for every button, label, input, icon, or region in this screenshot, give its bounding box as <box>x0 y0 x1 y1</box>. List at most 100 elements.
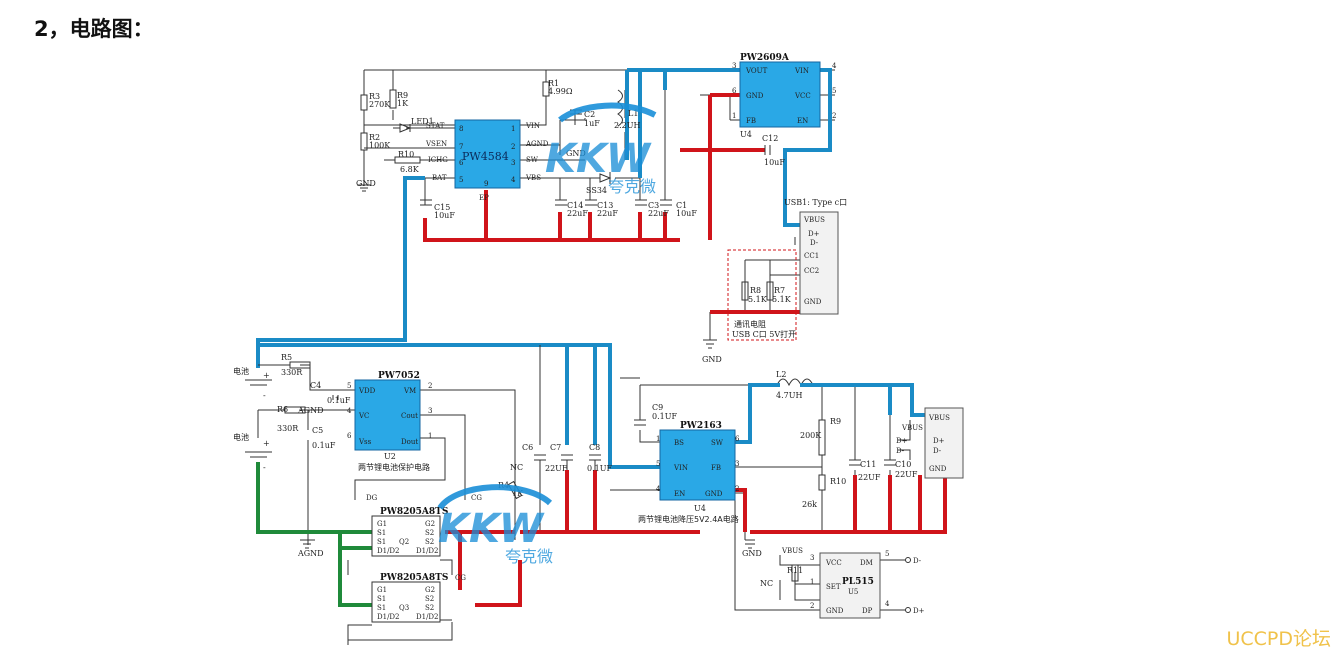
r11-value: NC <box>760 579 773 588</box>
pw2609a-vin: VIN <box>794 67 809 75</box>
c6-value: NC <box>510 463 523 472</box>
pw7052-num-5: 5 <box>347 382 351 390</box>
pw4584-chip <box>454 119 521 189</box>
c10-value: 22UF <box>895 470 918 479</box>
r8-value: 5.1K <box>748 295 768 304</box>
kkw-brand-top: 夸克微 <box>608 177 656 196</box>
kkw-brand-bottom: 夸克微 <box>505 547 553 566</box>
r3-ref: R3 <box>369 92 380 101</box>
q2-name: PW8205A8TS <box>380 507 448 517</box>
q2-ref: Q2 <box>399 538 409 546</box>
c15-value: 10uF <box>434 211 455 220</box>
pw7052-num-3: 3 <box>428 407 432 415</box>
out-pin-dplus: D+ <box>933 437 945 445</box>
c6-ref: C6 <box>522 443 533 452</box>
pw2609a-vout: VOUT <box>745 67 768 75</box>
usb-note-2: USB C口 5V打开 <box>732 329 796 339</box>
kkw-watermark-bottom: KKW 夸克微 <box>437 484 553 566</box>
out-pin-dminus: D- <box>933 447 942 455</box>
c4-ref: C4 <box>310 381 321 390</box>
usb-pin-vbus: VBUS <box>803 216 825 224</box>
usb-note-1: 通讯电阻 <box>734 319 766 329</box>
pin-vbs: VBS <box>525 174 541 182</box>
pl515-num-5: 5 <box>885 550 889 558</box>
agnd-label-bottom: AGND <box>297 549 324 558</box>
battery1-minus: - <box>263 391 266 400</box>
usb-pin-dminus: D- <box>810 239 819 247</box>
pw7052-caption: 两节锂电池保护电路 <box>358 462 430 472</box>
c1-ref: C1 <box>676 201 687 210</box>
c8-ref: C8 <box>589 443 600 452</box>
pl515-vbus: VBUS <box>781 547 803 555</box>
pw2163-num-2: 2 <box>735 485 739 493</box>
pin-num-1: 1 <box>511 125 515 133</box>
pl515-num-3: 3 <box>810 554 814 562</box>
q2-mosfet <box>371 515 441 557</box>
r7-ref: R7 <box>774 286 785 295</box>
r4-value: 1K <box>512 489 524 498</box>
gnd-label-right: GND <box>702 355 722 364</box>
pin-vsen: VSEN <box>425 140 447 148</box>
pw2163-num-6: 6 <box>735 435 740 443</box>
cg-label: CG <box>471 494 482 502</box>
pw7052-cout: Cout <box>401 412 418 420</box>
c12-value: 10uF <box>764 158 785 167</box>
r6-value: 330R <box>277 424 299 433</box>
c14-value: 22uF <box>567 209 588 218</box>
l2-ref: L2 <box>776 370 786 379</box>
pw2609a-section: PW2609A VOUT GND FB VIN VCC EN 3 6 1 4 5… <box>680 53 847 364</box>
pw2163-sw: SW <box>711 439 724 447</box>
pw7052-num-6: 6 <box>347 432 352 440</box>
usb-title: USB1: Type c口 <box>784 198 847 207</box>
pw2609a-en: EN <box>797 117 808 125</box>
pin-ichg: ICHG <box>428 156 448 164</box>
pw2163-vin: VIN <box>673 464 688 472</box>
pw7052-vdd: VDD <box>358 387 376 395</box>
battery2-minus: - <box>263 463 266 472</box>
pw7052-name: PW7052 <box>378 371 420 381</box>
pw7052-num-2: 2 <box>428 382 432 390</box>
pw2609a-vcc: VCC <box>794 92 811 100</box>
dg-label: DG <box>366 494 378 502</box>
pw2609a-fb: FB <box>746 117 756 125</box>
pw4584-section: PW4584 STAT VSEN ICHG BAT 8 7 6 5 1 2 3 … <box>256 68 720 365</box>
usb-cc-box <box>727 249 797 341</box>
gnd-label: GND <box>356 179 376 188</box>
battery1-label: 电池 <box>233 366 249 376</box>
c13-value: 22uF <box>597 209 618 218</box>
led1-ref: LED1 <box>411 117 434 126</box>
pin-num-3: 3 <box>511 159 515 167</box>
pl515-gnd: GND <box>826 607 844 615</box>
cg-label-q3: CG <box>455 574 466 582</box>
q3-g1: G1 <box>377 586 387 594</box>
c12-ref: C12 <box>762 134 778 143</box>
q3-s1b: S1 <box>377 604 386 612</box>
pw2163-num-5: 5 <box>656 460 660 468</box>
q3-g2: G2 <box>425 586 435 594</box>
c11-value: 22UF <box>858 473 881 482</box>
agnd-label-top: GND <box>566 149 586 158</box>
pw7052-vss: Vss <box>358 438 372 446</box>
c5-ref: C5 <box>312 426 323 435</box>
pin-vin: VIN <box>525 122 540 130</box>
pw2163-section: PW2163 BS VIN EN SW FB GND 1 5 4 6 3 2 U… <box>510 370 964 619</box>
usb-output-connector <box>924 407 964 479</box>
pin-num-9: 9 <box>484 180 488 188</box>
pw2609a-ref: U4 <box>740 130 752 139</box>
page-title: 2，电路图： <box>34 17 154 41</box>
l1-value: 2.2UH <box>614 121 640 130</box>
c1-value: 10uF <box>676 209 697 218</box>
c4-value: 0.1uF <box>327 396 351 405</box>
r9b-value: 200K <box>800 431 822 440</box>
pl515-dp: DP <box>862 607 873 615</box>
q3-mosfet <box>371 581 441 623</box>
pw2163-gnd: GND <box>705 490 723 498</box>
pw7052-ref: U2 <box>384 452 396 461</box>
pw2609a-chip <box>739 61 821 128</box>
out-dplus-label: D+ <box>896 437 908 445</box>
l1-ref: L1 <box>628 109 638 118</box>
pin-ep: EP <box>479 194 489 202</box>
r3-value: 270K <box>369 100 391 109</box>
pw2609a-num-6: 6 <box>732 87 737 95</box>
